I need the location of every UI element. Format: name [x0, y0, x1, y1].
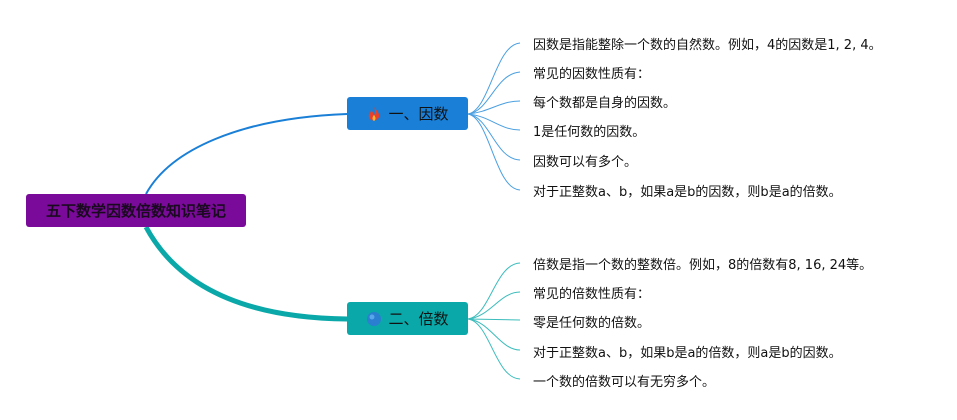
- leaf-topic[interactable]: 常见的倍数性质有：: [533, 287, 651, 302]
- root-topic-label: 五下数学因数倍数知识笔记: [45, 202, 226, 220]
- branch-topic-multiples[interactable]: 二、倍数: [347, 302, 468, 335]
- branch-topic-label: 二、倍数: [388, 310, 449, 328]
- leaf-topic[interactable]: 常见的因数性质有：: [533, 67, 651, 82]
- branch2-leaf5-line: [467, 318, 521, 380]
- branch2-leaf2-line: [467, 291, 521, 320]
- branch1-leaf4-line: [467, 113, 521, 131]
- root-topic[interactable]: 五下数学因数倍数知识笔记: [26, 194, 246, 227]
- branch2-leaf3-line: [467, 318, 521, 321]
- branch1-leaf5-line: [467, 113, 521, 161]
- branch1-leaf3-line: [467, 100, 521, 115]
- branch1-leaf6-line: [467, 113, 521, 191]
- leaf-topic[interactable]: 对于正整数a、b，如果a是b的因数，则b是a的倍数。: [533, 185, 842, 200]
- leaf-topic[interactable]: 一个数的倍数可以有无穷多个。: [533, 375, 716, 390]
- fire-icon: [366, 105, 382, 123]
- leaf-topic[interactable]: 倍数是指一个数的整数倍。例如，8的倍数有8, 16, 24等。: [533, 258, 873, 273]
- branch1-leaf2-line: [467, 71, 521, 115]
- blue-circle-icon: [366, 311, 382, 327]
- branch-topic-factors[interactable]: 一、因数: [347, 97, 468, 130]
- leaf-topic[interactable]: 零是任何数的倍数。: [533, 316, 651, 331]
- leaf-topic[interactable]: 1是任何数的因数。: [533, 125, 646, 140]
- branch2-leaf1-line: [467, 262, 521, 320]
- root-to-branch1-line: [145, 113, 348, 195]
- leaf-topic[interactable]: 对于正整数a、b，如果b是a的倍数，则a是b的因数。: [533, 346, 842, 361]
- branch1-leaf1-line: [467, 42, 521, 115]
- branch2-leaf4-line: [467, 318, 521, 351]
- leaf-topic[interactable]: 因数可以有多个。: [533, 155, 638, 170]
- root-to-branch2-line: [143, 225, 348, 322]
- leaf-topic[interactable]: 因数是指能整除一个数的自然数。例如，4的因数是1, 2, 4。: [533, 38, 882, 53]
- leaf-topic[interactable]: 每个数都是自身的因数。: [533, 96, 677, 111]
- branch-topic-label: 一、因数: [388, 105, 449, 123]
